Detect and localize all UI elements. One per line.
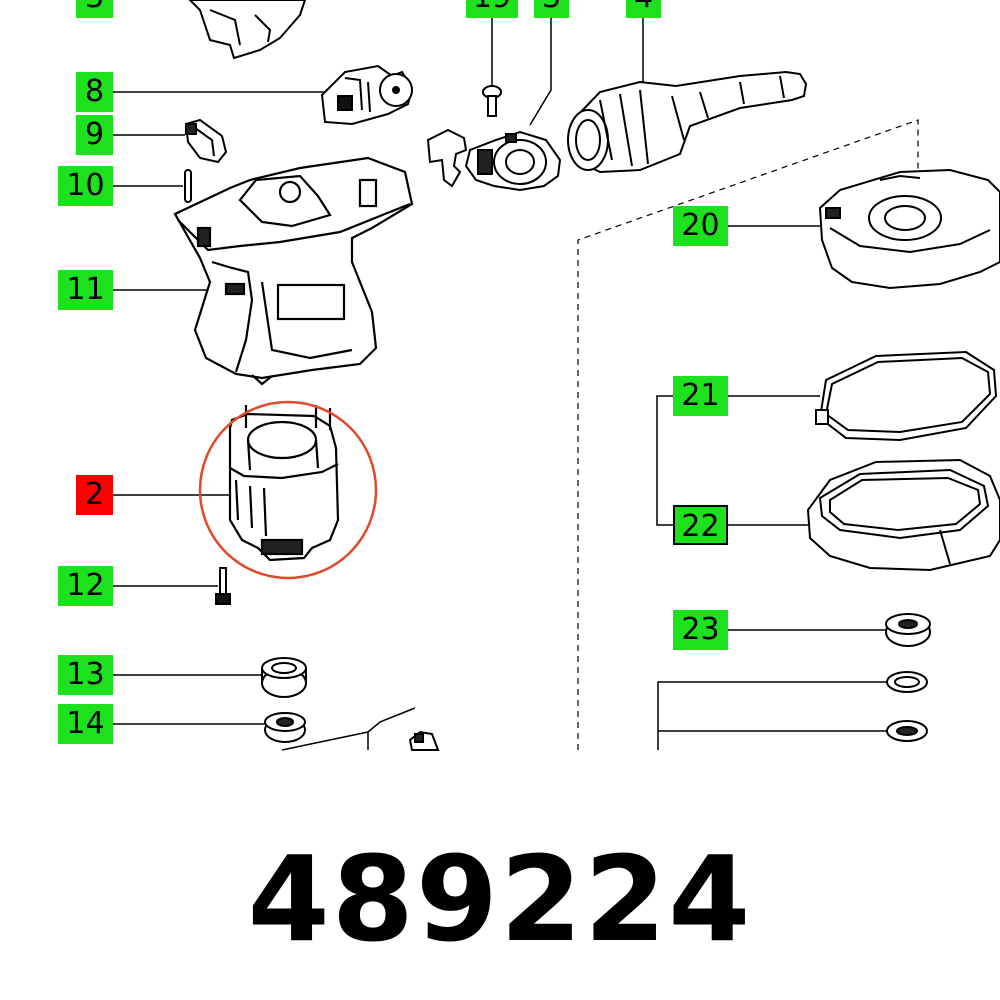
callout-13: 13	[58, 655, 113, 695]
callout-21: 21	[673, 376, 728, 416]
part-10-pin	[184, 169, 192, 203]
washer-2	[886, 720, 928, 742]
leader-lines	[113, 18, 887, 751]
callout-20: 20	[673, 206, 728, 246]
part-bottom-clip	[408, 730, 440, 751]
part-21-ring	[815, 350, 998, 442]
part-number: 489224	[247, 830, 753, 968]
part-3-switch-housing	[188, 0, 307, 60]
part-11-motor-housing	[173, 156, 414, 386]
callout-8: 8	[76, 72, 113, 112]
part-2-stator	[228, 405, 340, 562]
callout-9: 9	[76, 115, 113, 155]
callout-3-top-center: 3	[534, 0, 569, 18]
callout-19: 19	[466, 0, 518, 18]
callout-23: 23	[673, 610, 728, 650]
part-20-housing-base	[818, 168, 1000, 290]
callout-11: 11	[58, 270, 113, 310]
part-23-bearing	[885, 613, 931, 647]
highlight-circle	[198, 400, 378, 580]
washer-1	[886, 671, 928, 693]
part-8-switch	[320, 64, 414, 126]
part-13-bearing	[261, 657, 307, 698]
part-22-pad-frame	[806, 458, 1000, 572]
callout-3-top-left: 3	[76, 0, 113, 18]
part-14-bearing	[264, 712, 306, 743]
part-19-screw	[482, 85, 502, 117]
assembly-dashed-lines	[577, 119, 919, 750]
part-4-cable-sleeve	[566, 70, 808, 174]
callout-10: 10	[58, 166, 113, 206]
part-12-screw	[215, 567, 231, 605]
callout-4: 4	[626, 0, 661, 18]
part-9-clip	[184, 118, 228, 164]
callout-22: 22	[673, 505, 728, 545]
part-3-socket	[426, 128, 562, 192]
callout-2-highlighted: 2	[76, 475, 113, 515]
callout-12: 12	[58, 566, 113, 606]
callout-14: 14	[58, 704, 113, 744]
